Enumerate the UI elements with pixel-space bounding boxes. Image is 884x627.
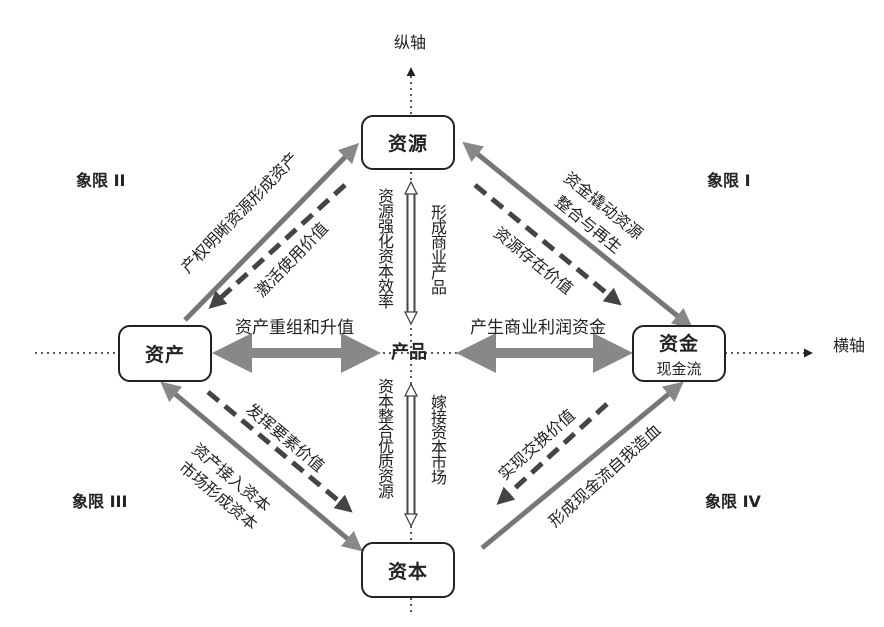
fund-node: 资金 现金流: [632, 325, 726, 382]
quadrant-2-label: 象限 II: [76, 171, 126, 190]
arrow-fund-to-resource: [462, 141, 693, 329]
quadrant-1-label: 象限 I: [707, 171, 751, 190]
vertical-axis-label: 纵轴: [394, 33, 427, 52]
arrow-resource-product: [403, 180, 419, 326]
asset-node-label: 资产: [144, 344, 185, 366]
horizontal-axis-label: 横轴: [833, 336, 866, 355]
asset-node: 资产: [118, 325, 212, 382]
dashed-arrow-q3: [206, 390, 353, 513]
dashed-arrow-q1: [473, 183, 622, 306]
resource-node-label: 资源: [387, 133, 428, 155]
edge-label-product-fund: 产生商业利润资金: [470, 318, 606, 338]
quadrant-3-label: 象限 III: [72, 492, 128, 511]
arrow-product-capital: [403, 382, 419, 528]
arrow-asset-to-capital: [160, 381, 363, 552]
quadrant-4-label: 象限 IV: [705, 492, 761, 511]
edge-label-v-top-right: 形成商业产品: [428, 204, 447, 294]
edge-label-v-bottom-right: 嫁接资本市场: [428, 394, 447, 484]
edge-label-asset-product: 资产重组和升值: [235, 318, 354, 338]
capital-node-label: 资本: [387, 560, 428, 583]
fund-node-label: 资金: [658, 332, 699, 355]
arrow-capital-to-fund: [480, 381, 684, 550]
dashed-arrow-q4: [496, 402, 609, 505]
edge-label-v-top-left: 资源强化资本效率: [375, 188, 394, 308]
edge-label-v-bottom-left: 资本整合优质资源: [375, 378, 394, 498]
resource-node: 资源: [361, 115, 455, 170]
product-node-label: 产品: [391, 342, 427, 363]
capital-node: 资本: [361, 542, 455, 598]
dashed-arrow-q2: [208, 183, 347, 309]
fund-node-sublabel: 现金流: [656, 359, 702, 378]
